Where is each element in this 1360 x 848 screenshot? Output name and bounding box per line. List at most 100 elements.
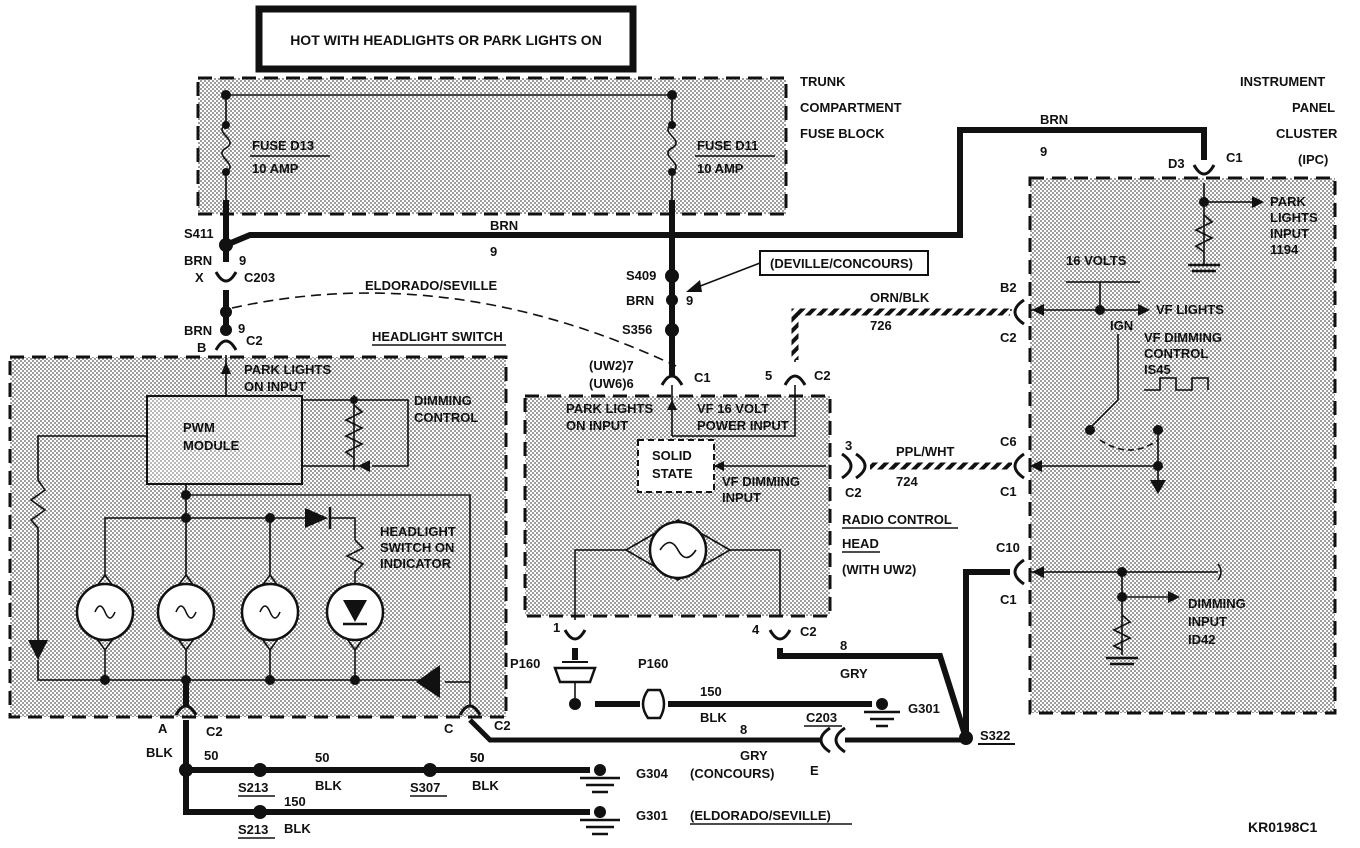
connector-c203-e [819,726,846,754]
svg-text:FUSE D11: FUSE D11 [697,138,758,153]
svg-text:4: 4 [752,622,760,637]
svg-text:C1: C1 [1226,150,1243,165]
svg-text:S213: S213 [238,780,268,795]
figure-id: KR0198C1 [1248,819,1317,835]
svg-text:50: 50 [470,750,484,765]
svg-text:(CONCOURS): (CONCOURS) [690,766,775,781]
svg-text:B: B [197,340,206,355]
svg-text:GRY: GRY [740,748,768,763]
svg-text:INDICATOR: INDICATOR [380,556,452,571]
svg-text:C10: C10 [996,540,1020,555]
connector-p160-round [553,661,597,684]
connector-p160-flat [641,688,666,720]
svg-text:LIGHTS: LIGHTS [1270,210,1318,225]
svg-text:GRY: GRY [840,666,868,681]
wire-brn-9-top [224,127,1207,248]
svg-text:3: 3 [845,438,852,453]
connector-c2-pin5 [783,374,807,386]
svg-text:C2: C2 [845,485,862,500]
svg-text:150: 150 [700,684,722,699]
wire-gry-8 [468,718,820,743]
svg-text:INPUT: INPUT [1270,226,1309,241]
svg-text:5: 5 [765,368,772,383]
connector-c2-c [458,704,482,716]
svg-text:G301: G301 [908,701,940,716]
fuse-d13: FUSE D13 10 AMP [221,95,330,200]
svg-text:HEADLIGHT: HEADLIGHT [380,524,456,539]
svg-text:CONTROL: CONTROL [414,410,478,425]
svg-text:INPUT: INPUT [1188,614,1227,629]
svg-text:P160: P160 [638,656,668,671]
svg-text:CONTROL: CONTROL [1144,346,1208,361]
connector-c2-pin3 [841,452,867,480]
svg-text:INPUT: INPUT [722,490,761,505]
connector-c6-c1 [1013,452,1025,480]
svg-text:10 AMP: 10 AMP [697,161,744,176]
svg-text:C1: C1 [1000,592,1017,607]
svg-text:HEAD: HEAD [842,536,879,551]
svg-text:PARK LIGHTS: PARK LIGHTS [566,401,653,416]
svg-text:726: 726 [870,318,892,333]
svg-text:BRN: BRN [184,253,212,268]
svg-text:ON INPUT: ON INPUT [244,379,306,394]
svg-text:A: A [158,721,168,736]
headlight-switch-box [8,355,508,719]
svg-text:50: 50 [470,750,484,765]
ground-g301-top [864,698,900,728]
connector-b2-c2 [1013,298,1025,326]
wire-gry-8-radio [777,648,969,739]
connector-c2-b [214,339,238,351]
svg-text:C2: C2 [1000,330,1017,345]
svg-text:FUSE D13: FUSE D13 [252,138,314,153]
svg-text:C2: C2 [246,333,263,348]
svg-text:C203: C203 [244,270,275,285]
svg-text:PANEL: PANEL [1292,100,1335,115]
fuse-block-label: FUSE BLOCK [800,126,885,141]
connector-c2-a [174,704,198,716]
headlight-switch-on-indicator [325,582,385,685]
svg-text:G304: G304 [636,766,669,781]
svg-text:ORN/BLK: ORN/BLK [870,290,930,305]
svg-text:BRN: BRN [490,218,518,233]
svg-text:PWM: PWM [183,420,215,435]
bulb-3 [240,573,300,685]
svg-text:X: X [195,270,204,285]
svg-text:B2: B2 [1000,280,1017,295]
svg-text:C2: C2 [800,624,817,639]
pwm-module [146,395,303,485]
svg-text:P160: P160 [510,656,540,671]
wire-blk-50 [183,720,590,773]
svg-text:C1: C1 [694,370,711,385]
svg-text:ON INPUT: ON INPUT [566,418,628,433]
svg-text:C2: C2 [206,724,223,739]
svg-text:BLK: BLK [315,778,342,793]
svg-text:(UW2)7: (UW2)7 [589,358,634,373]
title-text: HOT WITH HEADLIGHTS OR PARK LIGHTS ON [290,32,602,48]
svg-text:SOLID: SOLID [652,448,692,463]
svg-text:C203: C203 [806,710,837,725]
wire-blk-150 [183,770,590,815]
svg-text:9: 9 [238,321,245,336]
svg-text:1194: 1194 [1270,242,1299,257]
svg-text:9: 9 [1040,144,1047,159]
svg-text:BLK: BLK [146,745,173,760]
compartment-label: COMPARTMENT [800,100,902,115]
svg-text:50: 50 [315,750,329,765]
svg-text:8: 8 [840,638,847,653]
svg-text:(ELDORADO/SEVILLE): (ELDORADO/SEVILLE) [690,808,831,823]
svg-text:RADIO CONTROL: RADIO CONTROL [842,512,952,527]
svg-text:724: 724 [896,474,918,489]
ground-g304 [580,764,620,794]
svg-text:C2: C2 [814,368,831,383]
svg-text:MODULE: MODULE [183,438,240,453]
svg-text:PARK: PARK [1270,194,1306,209]
svg-text:D3: D3 [1168,156,1185,171]
svg-text:DIMMING: DIMMING [414,393,472,408]
bulb-1 [75,573,135,685]
svg-text:S322: S322 [980,728,1010,743]
svg-text:BRN: BRN [1040,112,1068,127]
wire-orn-blk-726 [791,308,1010,360]
svg-text:INSTRUMENT: INSTRUMENT [1240,74,1325,89]
svg-text:C2: C2 [494,718,511,733]
svg-text:ELDORADO/SEVILLE: ELDORADO/SEVILLE [365,278,498,293]
